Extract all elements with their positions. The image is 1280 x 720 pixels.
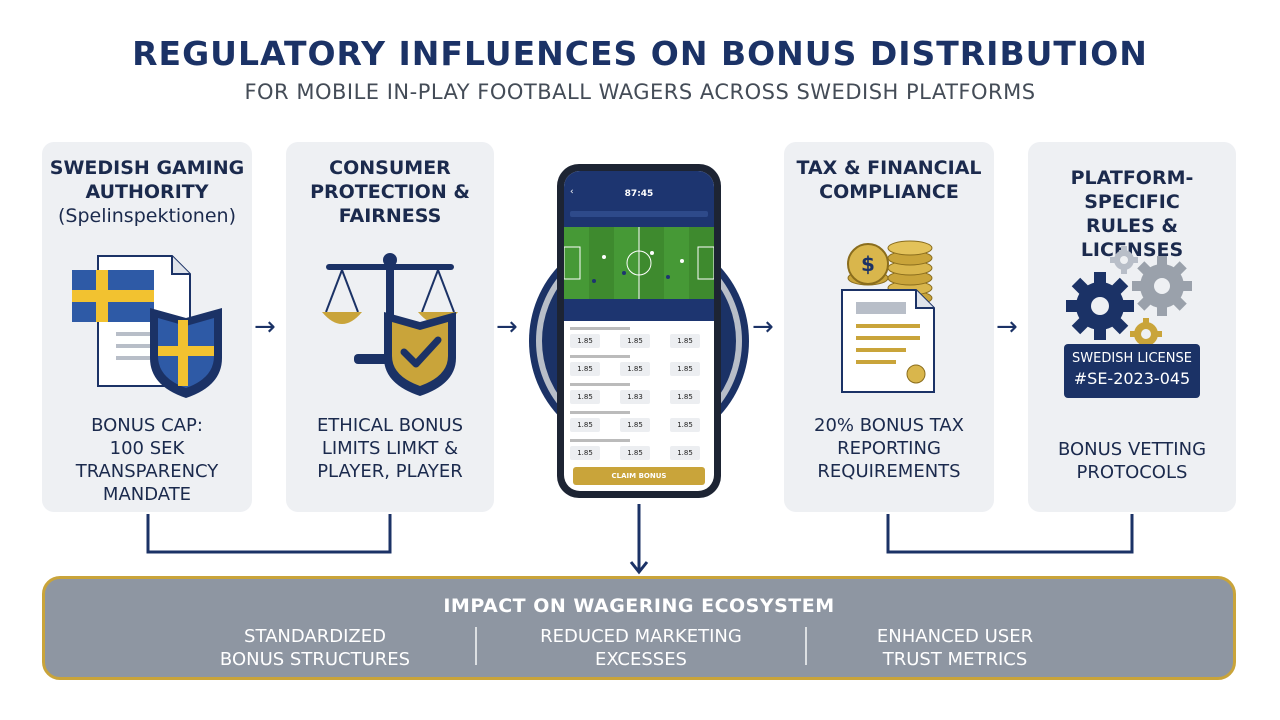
panel-heading: CONSUMER PROTECTION & FAIRNESS bbox=[286, 156, 494, 228]
heading-line: CONSUMER bbox=[329, 157, 451, 179]
odd-button[interactable]: 1.85 bbox=[570, 446, 600, 460]
arrow-right-icon: → bbox=[254, 312, 276, 342]
heading-subline: (Spelinspektionen) bbox=[57, 205, 236, 227]
odd-button[interactable]: 1.85 bbox=[670, 390, 700, 404]
odds-row: 1.85 1.83 1.85 bbox=[568, 383, 710, 411]
page-title: REGULATORY INFLUENCES ON BONUS DISTRIBUT… bbox=[132, 34, 1148, 73]
divider bbox=[805, 627, 807, 665]
impact-line: EXCESSES bbox=[595, 649, 687, 670]
license-number: #SE-2023-045 bbox=[1073, 369, 1191, 388]
phone-screen: 87:45 ‹ 1.85 1.85 1.85 bbox=[564, 171, 714, 491]
panel-heading: PLATFORM-SPECIFIC RULES & LICENSES bbox=[1028, 166, 1236, 262]
license-label: SWEDISH LICENSE bbox=[1072, 351, 1192, 366]
heading-line: SWEDISH GAMING bbox=[49, 157, 245, 179]
panel-heading: SWEDISH GAMING AUTHORITY (Spelinspektion… bbox=[42, 156, 252, 228]
panel-swedish-gaming-authority: SWEDISH GAMING AUTHORITY (Spelinspektion… bbox=[42, 142, 252, 512]
bet-category-bar[interactable] bbox=[564, 299, 714, 321]
impact-line: REDUCED MARKETING bbox=[540, 626, 742, 647]
odds-row: 1.85 1.85 1.85 bbox=[568, 355, 710, 383]
odd-button[interactable]: 1.85 bbox=[620, 362, 650, 376]
odd-button[interactable]: 1.85 bbox=[620, 446, 650, 460]
impact-item: ENHANCED USER TRUST METRICS bbox=[835, 625, 1075, 671]
odds-row: 1.85 1.85 1.85 bbox=[568, 411, 710, 439]
odd-button[interactable]: 1.85 bbox=[670, 446, 700, 460]
footer-line: LIMITS LIMKT & bbox=[321, 438, 459, 459]
footer-line: MANDATE bbox=[102, 484, 192, 505]
flow-connectors bbox=[146, 504, 1134, 575]
market-label bbox=[570, 383, 630, 386]
license-badge: SWEDISH LICENSE #SE-2023-045 bbox=[1064, 344, 1200, 398]
impact-line: TRUST METRICS bbox=[882, 649, 1028, 670]
impact-line: BONUS STRUCTURES bbox=[219, 649, 411, 670]
market-label bbox=[570, 439, 630, 442]
arrow-right-icon: → bbox=[752, 312, 774, 342]
impact-line: ENHANCED USER bbox=[876, 626, 1034, 647]
heading-line: PROTECTION & bbox=[310, 181, 470, 203]
footer-line: BONUS CAP: bbox=[91, 415, 203, 436]
impact-item: STANDARDIZED BONUS STRUCTURES bbox=[195, 625, 435, 671]
impact-title: IMPACT ON WAGERING ECOSYSTEM bbox=[443, 595, 835, 617]
impact-line: STANDARDIZED bbox=[244, 626, 386, 647]
heading-line: PLATFORM-SPECIFIC bbox=[1070, 167, 1194, 213]
odd-button[interactable]: 1.85 bbox=[570, 418, 600, 432]
odd-button[interactable]: 1.85 bbox=[620, 334, 650, 348]
heading-line: RULES & LICENSES bbox=[1080, 215, 1184, 261]
panel-footer: BONUS CAP: 100 SEK TRANSPARENCY MANDATE bbox=[42, 414, 252, 506]
footer-line: PLAYER, PLAYER bbox=[317, 461, 463, 482]
odd-button[interactable]: 1.83 bbox=[620, 390, 650, 404]
panel-tax-financial-compliance: TAX & FINANCIAL COMPLIANCE $ 20% BONUS T… bbox=[784, 142, 994, 512]
arrow-right-icon: → bbox=[496, 312, 518, 342]
panel-consumer-protection: CONSUMER PROTECTION & FAIRNESS ETHICAL B… bbox=[286, 142, 494, 512]
footer-line: REQUIREMENTS bbox=[817, 461, 961, 482]
match-clock: 87:45 bbox=[624, 189, 654, 199]
coins-document-icon: $ bbox=[784, 226, 994, 400]
panel-footer: ETHICAL BONUS LIMITS LIMKT & PLAYER, PLA… bbox=[286, 414, 494, 483]
app-header: 87:45 ‹ bbox=[564, 171, 714, 227]
odd-button[interactable]: 1.85 bbox=[570, 362, 600, 376]
odds-row: 1.85 1.85 1.85 bbox=[568, 327, 710, 355]
heading-line: AUTHORITY bbox=[85, 181, 209, 203]
live-match-video[interactable] bbox=[564, 227, 714, 299]
market-label bbox=[570, 411, 630, 414]
footer-line: BONUS VETTING bbox=[1057, 439, 1207, 460]
arrow-right-icon: → bbox=[996, 312, 1018, 342]
svg-text:$: $ bbox=[861, 252, 875, 276]
panel-heading: TAX & FINANCIAL COMPLIANCE bbox=[784, 156, 994, 204]
heading-line: FAIRNESS bbox=[338, 205, 442, 227]
back-icon[interactable]: ‹ bbox=[570, 187, 574, 197]
scales-shield-check-icon bbox=[286, 250, 494, 404]
panel-platform-rules: PLATFORM-SPECIFIC RULES & LICENSES bbox=[1028, 142, 1236, 512]
market-label bbox=[570, 327, 630, 330]
footer-line: 20% BONUS TAX bbox=[814, 415, 964, 436]
odds-row: 1.85 1.85 1.85 bbox=[568, 439, 710, 467]
footer-line: ETHICAL BONUS bbox=[316, 415, 464, 436]
gears-icon bbox=[1028, 238, 1236, 362]
market-tabs[interactable] bbox=[570, 211, 708, 217]
panel-footer: 20% BONUS TAX REPORTING REQUIREMENTS bbox=[784, 414, 994, 483]
market-label bbox=[570, 355, 630, 358]
footer-line: REPORTING bbox=[837, 438, 941, 459]
heading-line: COMPLIANCE bbox=[819, 181, 959, 203]
odd-button[interactable]: 1.85 bbox=[620, 418, 650, 432]
footer-line: 100 SEK bbox=[109, 438, 185, 459]
odd-button[interactable]: 1.85 bbox=[670, 334, 700, 348]
odd-button[interactable]: 1.85 bbox=[570, 390, 600, 404]
odd-button[interactable]: 1.85 bbox=[670, 418, 700, 432]
odd-button[interactable]: 1.85 bbox=[670, 362, 700, 376]
mobile-phone: 87:45 ‹ 1.85 1.85 1.85 bbox=[557, 164, 721, 498]
heading-line: TAX & FINANCIAL bbox=[796, 157, 982, 179]
divider bbox=[475, 627, 477, 665]
page-subtitle: FOR MOBILE IN-PLAY FOOTBALL WAGERS ACROS… bbox=[244, 80, 1036, 104]
odd-button[interactable]: 1.85 bbox=[570, 334, 600, 348]
sweden-flag-document-shield-icon bbox=[42, 250, 252, 404]
footer-line: TRANSPARENCY bbox=[75, 461, 219, 482]
claim-bonus-button[interactable]: CLAIM BONUS bbox=[573, 467, 705, 485]
impact-item: REDUCED MARKETING EXCESSES bbox=[511, 625, 771, 671]
footer-line: PROTOCOLS bbox=[1076, 462, 1188, 483]
panel-footer: BONUS VETTING PROTOCOLS bbox=[1028, 438, 1236, 484]
impact-panel: IMPACT ON WAGERING ECOSYSTEM STANDARDIZE… bbox=[42, 576, 1236, 680]
